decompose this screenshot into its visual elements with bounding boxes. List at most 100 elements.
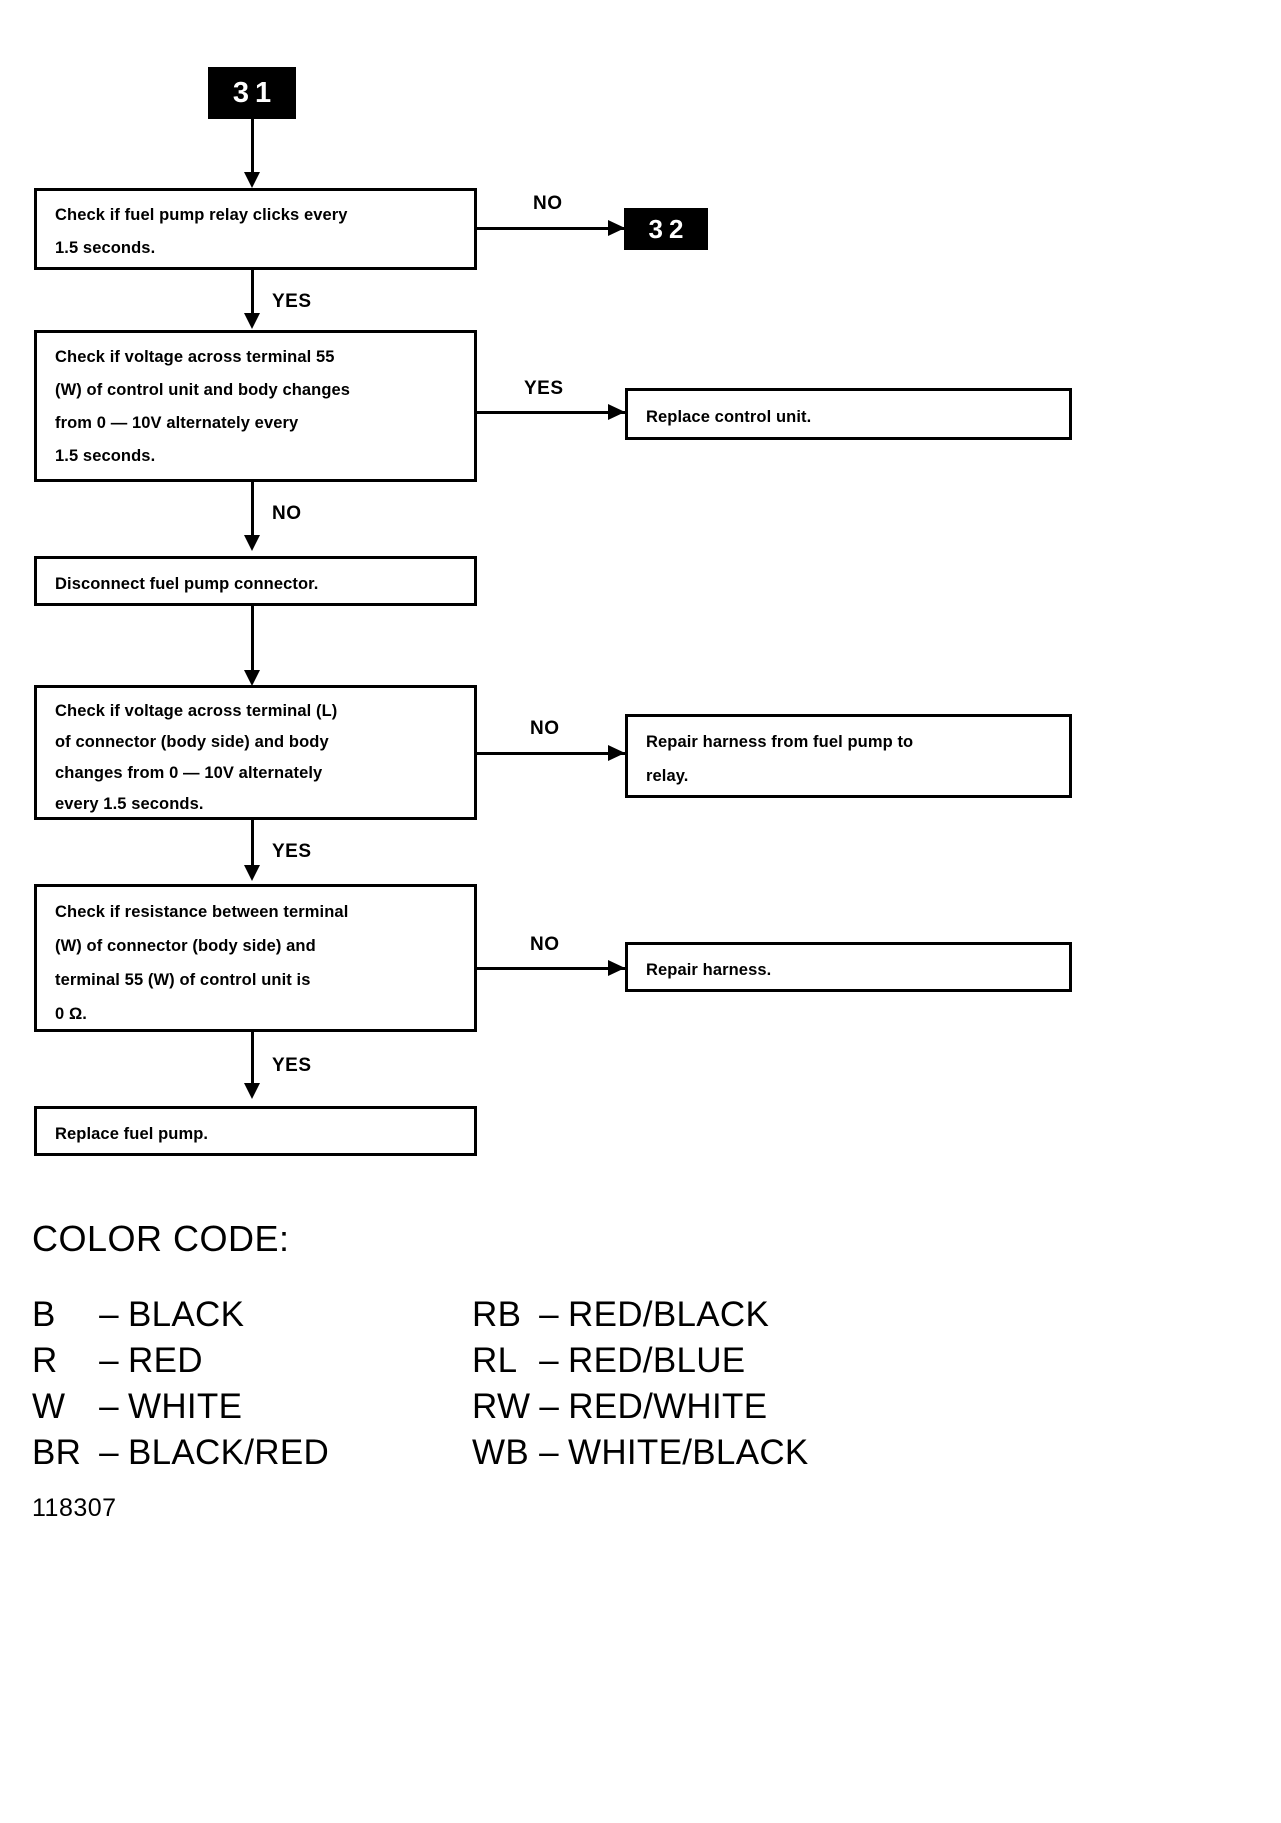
edge-label-n2-no: NO	[272, 503, 302, 524]
color-code-entry: B – BLACK	[32, 1292, 472, 1338]
node-line: 0 Ω.	[55, 1005, 87, 1023]
color-code-name: WHITE	[128, 1387, 243, 1426]
node-line: Disconnect fuel pump connector.	[55, 575, 319, 593]
node-replace-control-unit: Replace control unit.	[625, 388, 1072, 440]
node-line: from 0 — 10V alternately every	[55, 414, 299, 432]
color-code-dash: –	[99, 1387, 119, 1426]
color-code-abbr: BR	[32, 1433, 82, 1472]
color-code-name: BLACK	[128, 1295, 245, 1334]
node-line: Check if voltage across terminal (L)	[55, 702, 338, 720]
color-code-abbr: RB	[472, 1295, 522, 1334]
node-line: (W) of control unit and body changes	[55, 381, 351, 399]
connector-n4-no	[477, 752, 625, 755]
color-code-entry: BR – BLACK/RED	[32, 1430, 472, 1476]
node-repair-harness-fuel-pump-to-relay: Repair harness from fuel pump to relay.	[625, 714, 1072, 798]
connector-badge31-to-n1	[251, 119, 254, 181]
color-code-name: RED/BLACK	[568, 1295, 770, 1334]
arrowhead-to-repair-harness	[608, 960, 625, 976]
color-code-title: COLOR CODE:	[32, 1218, 290, 1259]
color-code-entry: W – WHITE	[32, 1384, 472, 1430]
node-line: relay.	[646, 767, 689, 785]
color-code-table: B – BLACK RB – RED/BLACK R – RED RL – RE…	[32, 1292, 809, 1476]
arrowhead-to-repair-harness-pump	[608, 745, 625, 761]
node-repair-harness: Repair harness.	[625, 942, 1072, 992]
connector-n5-no	[477, 967, 625, 970]
arrowhead-to-replace-control-unit	[608, 404, 625, 420]
node-check-voltage-terminal-L: Check if voltage across terminal (L) of …	[34, 685, 477, 820]
node-line: changes from 0 — 10V alternately	[55, 764, 323, 782]
node-line: 1.5 seconds.	[55, 447, 156, 465]
arrowhead-to-n3	[244, 535, 260, 551]
color-code-dash: –	[539, 1387, 560, 1426]
node-check-voltage-terminal-55: Check if voltage across terminal 55 (W) …	[34, 330, 477, 482]
edge-label-n4-yes: YES	[272, 841, 312, 862]
connector-n5-yes	[251, 1032, 254, 1090]
edge-label-n1-yes: YES	[272, 291, 312, 312]
color-code-row: B – BLACK RB – RED/BLACK	[32, 1292, 809, 1338]
color-code-dash: –	[99, 1295, 119, 1334]
color-code-dash: –	[539, 1295, 559, 1334]
arrowhead-to-n2	[244, 313, 260, 329]
node-replace-fuel-pump: Replace fuel pump.	[34, 1106, 477, 1156]
color-code-dash: –	[99, 1341, 119, 1380]
badge-exit-label: 32	[648, 213, 690, 244]
edge-label-n5-no: NO	[530, 934, 560, 955]
node-line: Repair harness.	[646, 961, 772, 979]
color-code-row: R – RED RL – RED/BLUE	[32, 1338, 809, 1384]
color-code-entry: RB – RED/BLACK	[472, 1292, 769, 1338]
arrowhead-to-n4	[244, 670, 260, 686]
edge-label-n5-yes: YES	[272, 1055, 312, 1076]
node-disconnect-fuel-pump-connector: Disconnect fuel pump connector.	[34, 556, 477, 606]
badge-entry-31: 31	[208, 67, 296, 119]
badge-entry-label: 31	[232, 76, 278, 109]
node-line: Check if fuel pump relay clicks every	[55, 206, 348, 224]
node-line: Check if voltage across terminal 55	[55, 348, 335, 366]
color-code-name: RED/BLUE	[568, 1341, 746, 1380]
color-code-entry: RL – RED/BLUE	[472, 1338, 745, 1384]
color-code-abbr: WB	[472, 1433, 529, 1472]
figure-number: 118307	[32, 1494, 117, 1522]
color-code-dash: –	[539, 1433, 559, 1472]
color-code-entry: RW – RED/WHITE	[472, 1384, 767, 1430]
color-code-name: BLACK/RED	[128, 1433, 330, 1472]
connector-n3-to-n4	[251, 606, 254, 678]
node-line: Replace fuel pump.	[55, 1125, 209, 1143]
connector-n1-yes	[251, 270, 254, 322]
edge-label-n1-no: NO	[533, 193, 563, 214]
edge-label-n4-no: NO	[530, 718, 560, 739]
color-code-abbr: R	[32, 1341, 58, 1380]
node-line: Check if resistance between terminal	[55, 903, 349, 921]
color-code-dash: –	[99, 1433, 119, 1472]
node-line: terminal 55 (W) of control unit is	[55, 971, 311, 989]
node-check-resistance: Check if resistance between terminal (W)…	[34, 884, 477, 1032]
arrowhead-to-n6	[244, 1083, 260, 1099]
node-line: Replace control unit.	[646, 408, 812, 426]
node-line: every 1.5 seconds.	[55, 795, 204, 813]
connector-n1-no	[477, 227, 627, 230]
color-code-entry: WB – WHITE/BLACK	[472, 1430, 809, 1476]
color-code-name: RED/WHITE	[568, 1387, 768, 1426]
color-code-row: W – WHITE RW – RED/WHITE	[32, 1384, 809, 1430]
arrowhead-to-n5	[244, 865, 260, 881]
connector-n2-yes	[477, 411, 625, 414]
color-code-abbr: RL	[472, 1341, 518, 1380]
edge-label-n2-yes: YES	[524, 378, 564, 399]
arrowhead-to-badge32	[608, 220, 625, 236]
node-line: Repair harness from fuel pump to	[646, 733, 914, 751]
color-code-row: BR – BLACK/RED WB – WHITE/BLACK	[32, 1430, 809, 1476]
color-code-abbr: B	[32, 1295, 56, 1334]
connector-n2-no	[251, 482, 254, 544]
node-check-relay-clicks: Check if fuel pump relay clicks every 1.…	[34, 188, 477, 270]
color-code-dash: –	[539, 1341, 559, 1380]
node-line: 1.5 seconds.	[55, 239, 156, 257]
color-code-name: RED	[128, 1341, 203, 1380]
color-code-abbr: W	[32, 1387, 66, 1426]
arrowhead-to-n1	[244, 172, 260, 188]
node-line: of connector (body side) and body	[55, 733, 329, 751]
color-code-entry: R – RED	[32, 1338, 472, 1384]
connector-n4-yes	[251, 820, 254, 872]
color-code-abbr: RW	[472, 1387, 531, 1426]
node-line: (W) of connector (body side) and	[55, 937, 316, 955]
color-code-name: WHITE/BLACK	[568, 1433, 809, 1472]
